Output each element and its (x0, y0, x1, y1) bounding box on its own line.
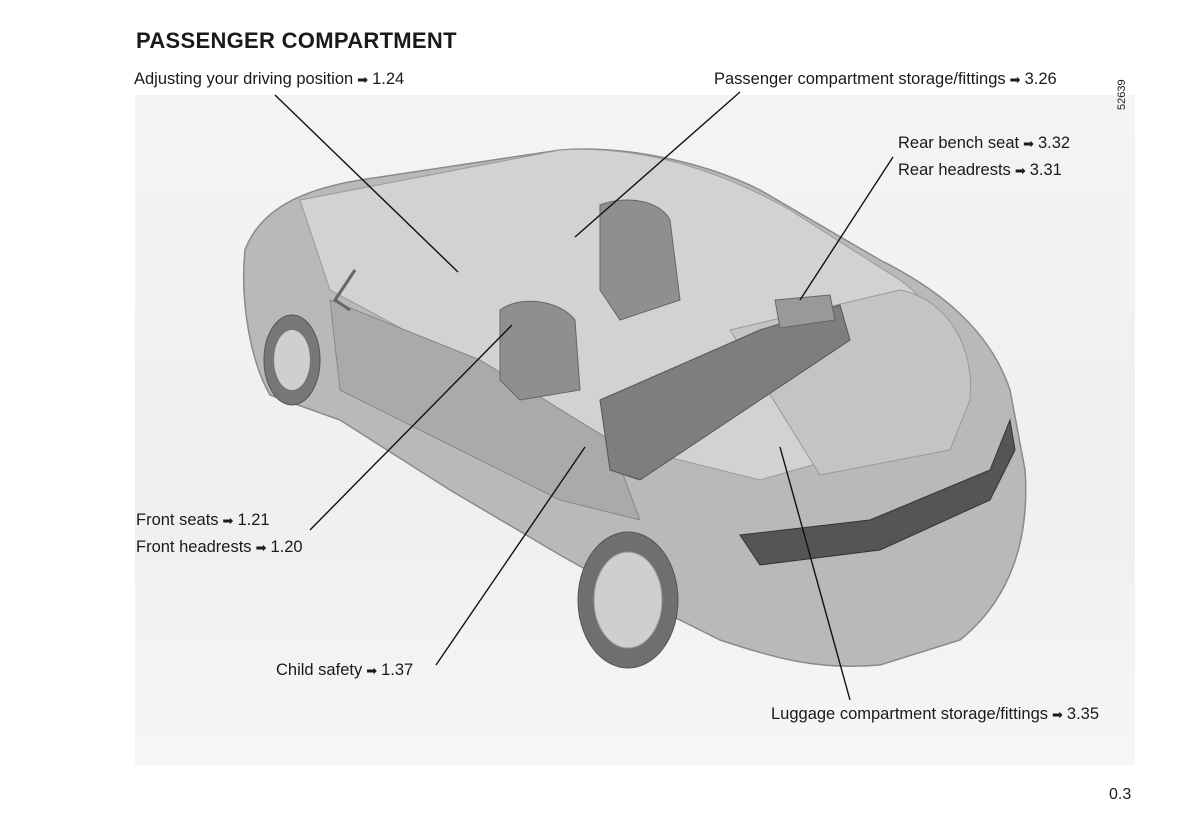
arrow-right-icon: ➡ (222, 514, 234, 529)
label-text: Luggage compartment storage/fittings (771, 705, 1048, 723)
label-ref: 3.35 (1066, 705, 1100, 723)
page-number: 0.3 (1109, 786, 1132, 803)
arrow-right-icon: ➡ (255, 541, 267, 556)
label-luggage-storage[interactable]: Luggage compartment storage/fittings ➡3.3… (771, 705, 1099, 724)
leader-rear-bench (799, 156, 894, 301)
label-ref: 1.37 (381, 661, 414, 679)
label-rear-headrests[interactable]: Rear headrests➡3.31 (898, 161, 1062, 180)
label-front-seats[interactable]: Front seats➡1.21 (136, 511, 270, 530)
label-text: Rear bench seat (898, 134, 1020, 152)
label-ref: 3.26 (1024, 70, 1057, 88)
page-title: PASSENGER COMPARTMENT (136, 28, 457, 53)
label-text: Rear headrests (898, 161, 1011, 179)
label-front-headrests[interactable]: Front headrests➡1.20 (136, 538, 303, 557)
leader-driving-position (274, 94, 459, 273)
label-text: Front headrests (136, 538, 252, 556)
label-ref: 1.21 (237, 511, 270, 529)
leader-front-seats (309, 324, 513, 531)
label-ref: 3.32 (1037, 134, 1071, 152)
label-ref: 1.24 (372, 70, 405, 88)
arrow-right-icon: ➡ (357, 73, 369, 88)
label-text: Adjusting your driving position (134, 70, 354, 88)
label-text: Child safety (276, 661, 363, 679)
label-ref: 3.31 (1029, 161, 1062, 179)
arrow-right-icon: ➡ (1014, 164, 1026, 179)
label-ref: 1.20 (270, 538, 303, 556)
label-passenger-storage[interactable]: Passenger compartment storage/fittings➡3… (714, 70, 1057, 89)
leader-child-safety (435, 446, 586, 666)
label-text: Front seats (136, 511, 219, 529)
label-child-safety[interactable]: Child safety➡1.37 (276, 661, 413, 680)
label-text: Passenger compartment storage/fittings (714, 70, 1006, 88)
leader-lines (274, 91, 894, 701)
arrow-right-icon: ➡ (366, 664, 378, 679)
arrow-right-icon: ➡ (1052, 708, 1063, 723)
car-drawing (242, 148, 1027, 669)
arrow-right-icon: ➡ (1023, 137, 1034, 152)
label-rear-bench[interactable]: Rear bench seat➡3.32 (898, 134, 1070, 153)
label-driving-position[interactable]: Adjusting your driving position➡1.24 (134, 70, 404, 89)
leader-passenger-storage (574, 91, 741, 238)
figure-reference: 52639 (1116, 79, 1128, 110)
leader-luggage-storage (779, 446, 851, 701)
arrow-right-icon: ➡ (1009, 73, 1021, 88)
